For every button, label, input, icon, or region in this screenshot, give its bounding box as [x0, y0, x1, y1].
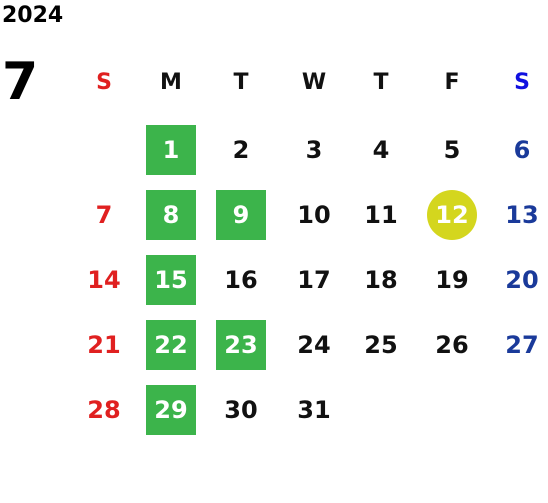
day-cell[interactable]: 18	[364, 266, 398, 294]
year-label: 2024	[2, 3, 64, 28]
weekday-header-sunday: S	[96, 69, 112, 95]
day-cell[interactable]: 2	[232, 136, 250, 164]
day-cell[interactable]: 14	[87, 266, 121, 294]
day-cell[interactable]: 20	[505, 266, 539, 294]
day-cell[interactable]: 31	[297, 396, 331, 424]
day-cell[interactable]: 15	[146, 255, 196, 305]
weekday-header-friday: F	[444, 69, 460, 95]
day-cell[interactable]: 7	[95, 201, 113, 229]
weekday-header-thursday: T	[373, 69, 389, 95]
day-cell[interactable]: 17	[297, 266, 331, 294]
day-cell[interactable]: 5	[443, 136, 461, 164]
weekday-header-monday: M	[160, 69, 182, 95]
weekday-header-tuesday: T	[233, 69, 249, 95]
day-cell[interactable]: 10	[297, 201, 331, 229]
day-cell[interactable]: 29	[146, 385, 196, 435]
day-cell[interactable]: 6	[513, 136, 531, 164]
day-cell[interactable]: 27	[505, 331, 539, 359]
day-cell[interactable]: 23	[216, 320, 266, 370]
day-cell[interactable]: 8	[146, 190, 196, 240]
weekday-header-saturday: S	[514, 69, 530, 95]
day-cell[interactable]: 9	[216, 190, 266, 240]
day-cell[interactable]: 22	[146, 320, 196, 370]
day-cell[interactable]: 30	[224, 396, 258, 424]
day-cell[interactable]: 25	[364, 331, 398, 359]
day-cell-today[interactable]: 12	[427, 190, 477, 240]
day-cell[interactable]: 13	[505, 201, 539, 229]
day-cell[interactable]: 24	[297, 331, 331, 359]
weekday-header-wednesday: W	[301, 69, 327, 95]
day-cell[interactable]: 3	[305, 136, 323, 164]
day-cell[interactable]: 21	[87, 331, 121, 359]
day-cell[interactable]: 1	[146, 125, 196, 175]
month-label: 7	[2, 52, 39, 112]
day-cell[interactable]: 19	[435, 266, 469, 294]
day-cell[interactable]: 28	[87, 396, 121, 424]
day-cell[interactable]: 16	[224, 266, 258, 294]
day-cell[interactable]: 11	[364, 201, 398, 229]
day-cell[interactable]: 26	[435, 331, 469, 359]
day-cell[interactable]: 4	[372, 136, 390, 164]
